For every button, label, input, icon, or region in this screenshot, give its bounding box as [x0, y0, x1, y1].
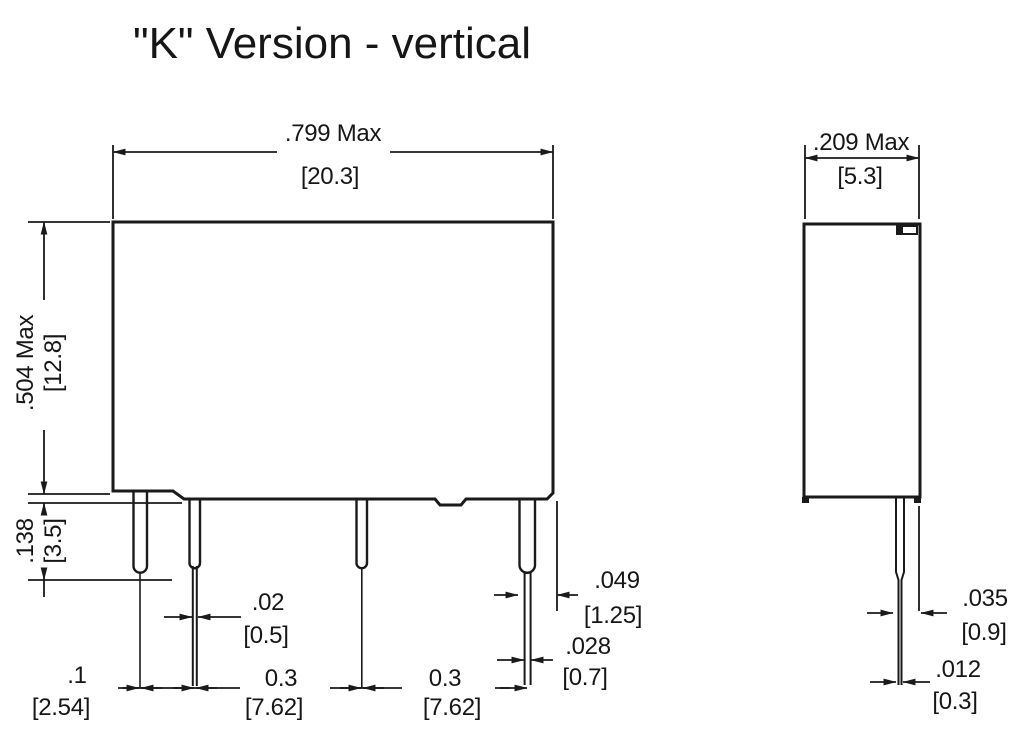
dim-pin-width-mm: [1.25]: [584, 602, 642, 629]
dim-pin-width-inches: .049: [594, 567, 640, 594]
dim-pin-tip-mm: [0.7]: [562, 664, 607, 691]
front-pin-1: [132, 491, 149, 574]
dim-standoff: .138 [3.5]: [12, 502, 182, 597]
dim-body-height-inches: .504 Max: [12, 315, 39, 412]
dim-pin-pitch-chain: .1 [2.54] 0.3 [7.62] 0.3 [7.62]: [32, 662, 528, 721]
front-pin-4: [518, 499, 537, 574]
dim-body-width-inches: .799 Max: [285, 120, 382, 147]
dim-side-pin-tip-mm: [0.3]: [932, 688, 977, 715]
dim-side-pin-width-inches: .035: [962, 585, 1008, 612]
front-body-outline: [111, 220, 555, 507]
side-view: .209 Max [5.3] .035 [0.9] .012 [0.3]: [802, 129, 1008, 715]
dim-body-depth: .209 Max [5.3]: [804, 129, 920, 219]
dim-pitch1-mm: [2.54]: [32, 694, 90, 721]
dim-body-width: .799 Max [20.3]: [112, 120, 554, 219]
dim-pitch2-inches: 0.3: [265, 665, 297, 692]
dim-pin-thickness-inches: .02: [252, 589, 284, 616]
dim-body-width-mm: [20.3]: [301, 163, 359, 190]
dim-side-pin-tip-inches: .012: [935, 656, 981, 683]
dim-standoff-inches: .138: [12, 518, 39, 564]
page-title: "K" Version - vertical: [133, 19, 531, 68]
dim-body-height: .504 Max [12.8]: [12, 221, 110, 495]
side-foot-left: [802, 497, 809, 503]
dim-pin-thickness-mm: [0.5]: [243, 622, 288, 649]
dim-body-height-mm: [12.8]: [40, 334, 67, 392]
front-pin-2: [188, 499, 202, 570]
side-foot-right: [914, 497, 921, 503]
front-pin-4-tip: [523, 572, 532, 685]
dim-side-pin-width-mm: [0.9]: [961, 619, 1006, 646]
dim-pitch2-mm: [7.62]: [245, 694, 303, 721]
dim-standoff-mm: [3.5]: [40, 518, 67, 563]
dim-pitch3-inches: 0.3: [429, 665, 461, 692]
front-view: .799 Max [20.3] .504 Max [12.8] .138 [3.…: [12, 120, 642, 721]
dim-pin-tip: .028 [0.7]: [497, 633, 611, 691]
dim-body-width-extensions: [112, 145, 554, 219]
dim-side-pin-width: .035 [0.9]: [867, 506, 1008, 646]
side-top-tab-detail: [897, 227, 903, 233]
side-body-outline: [802, 222, 922, 499]
front-pin-2-tip: [191, 566, 198, 686]
dim-body-depth-mm: [5.3]: [837, 163, 882, 190]
dim-pin-width: .049 [1.25]: [494, 501, 642, 629]
dim-pitch1-inches: .1: [67, 662, 86, 689]
dim-pin-tip-inches: .028: [565, 633, 611, 660]
front-pin-3: [355, 499, 369, 570]
dim-side-pin-tip: .012 [0.3]: [870, 656, 981, 715]
side-pin: [895, 497, 905, 685]
dim-standoff-extensions: [28, 502, 182, 581]
dim-pitch3-mm: [7.62]: [423, 694, 481, 721]
dim-body-depth-inches: .209 Max: [813, 129, 910, 156]
dim-pin-thickness: .02 [0.5]: [164, 589, 289, 649]
